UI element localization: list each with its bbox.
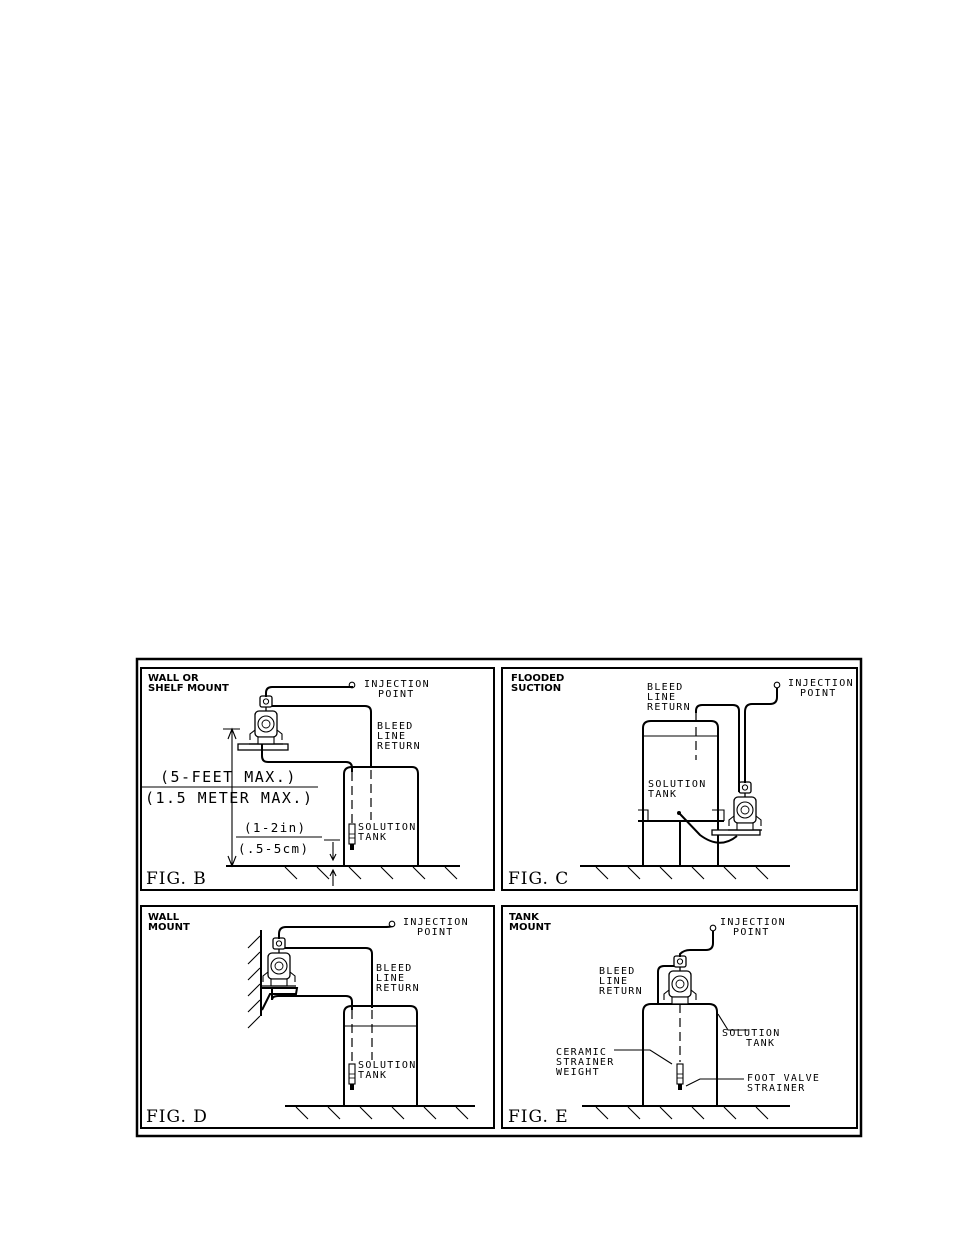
panel-e-tank-line1: SOLUTION [722,1028,781,1039]
wall-hatch [247,930,262,1029]
panel-e-injection-line1: INJECTION [720,917,786,928]
panel-d-tank-line2: TANK [358,1070,387,1081]
pump-icon [248,695,284,745]
panel-b-inch-range: (1-2in) [244,820,306,835]
foot-valve-icon [676,1063,684,1091]
panel-e-bleed-line3: RETURN [599,986,643,997]
panel-c-bleed-line1: BLEED [647,682,684,693]
stand-base [638,809,725,821]
panel-b-fig-label: FIG. B [146,869,207,889]
panel-e-weight-line1: CERAMIC [556,1047,607,1058]
panel-d-injection-line1: INJECTION [403,917,469,928]
floor-hatch [580,865,790,880]
floor-hatch [285,1105,475,1120]
discharge-line [679,931,714,957]
panel-b-border [140,667,495,891]
panel-b-title-line2: SHELF MOUNT [148,683,229,694]
solution-tank [343,766,419,866]
solution-tank [642,720,719,821]
floor-hatch [582,1105,790,1120]
panel-e-weight-line3: WEIGHT [556,1067,600,1078]
panel-b-bleed-line1: BLEED [377,721,414,732]
bleed-return-line [695,704,740,792]
panel-b-feet-max: (5-FEET MAX.) [160,768,297,786]
weight-leader [614,1049,673,1065]
bleed-return-line [657,965,674,1004]
panel-d-injection-line2: POINT [417,927,454,938]
outer-frame [135,657,863,1138]
panel-d-tank-line1: SOLUTION [358,1060,417,1071]
panel-e-bleed-line1: BLEED [599,966,636,977]
panel-b-injection-line2: POINT [378,689,415,700]
panel-c-bleed-line2: LINE [647,692,676,703]
injection-point-icon [709,924,717,932]
panel-fig-b: WALL OR SHELF MOUNT INJECTION POINT BLEE… [140,667,495,891]
discharge-line [744,688,778,783]
panel-c-bleed-line3: RETURN [647,702,691,713]
panel-b-bleed-line2: LINE [377,731,406,742]
panel-e-weight-line2: STRAINER [556,1057,615,1068]
panel-e-border [501,905,858,1129]
panel-b-tank-line1: SOLUTION [358,822,417,833]
panel-e-fig-label: FIG. E [508,1107,569,1127]
dimension-height-arrow [223,727,240,868]
bleed-return-line [272,705,372,768]
panel-e-tank-line2: TANK [746,1038,775,1049]
suction-line [679,813,738,844]
panel-d-title-line2: MOUNT [148,922,190,933]
panel-e-injection-line2: POINT [733,927,770,938]
panel-e-foot-line2: STRAINER [747,1083,806,1094]
panel-d-title-line1: WALL [148,912,180,923]
panel-b-cm-range: (.5-5cm) [238,841,309,856]
discharge-line [265,686,353,697]
foot-valve-icon [348,823,356,851]
panel-d-bleed-line2: LINE [376,973,405,984]
panel-e-foot-line1: FOOT VALVE [747,1073,820,1084]
shelf [711,829,761,836]
suction-outlet [677,811,681,815]
panel-fig-e: TANK MOUNT INJECTION POINT BLEED LINE RE… [501,905,858,1129]
panel-c-title-line2: SUCTION [511,683,561,694]
tank-leader [717,1013,748,1031]
foot-valve-icon [348,1063,356,1091]
suction-line [271,988,353,1010]
panel-d-border [140,905,495,1129]
panel-c-fig-label: FIG. C [508,869,569,889]
panel-c-tank-line2: TANK [648,789,677,800]
panel-d-fig-label: FIG. D [146,1107,208,1127]
tank-stand [638,820,724,866]
panel-b-title-line1: WALL OR [148,673,199,684]
panel-b-tank-line2: TANK [358,832,387,843]
panel-e-title-line2: MOUNT [509,922,551,933]
panel-c-injection-line1: INJECTION [788,678,854,689]
suction-line [261,744,353,772]
panel-d-bleed-line1: BLEED [376,963,413,974]
panel-fig-c: FLOODED SUCTION INJECTION POINT BLEED LI… [501,667,858,891]
floor-hatch [226,865,460,880]
panel-d-bleed-line3: RETURN [376,983,420,994]
panel-fig-d: WALL MOUNT INJECTION POINT BLEED LINE RE… [140,905,495,1129]
panel-b-bleed-line3: RETURN [377,741,421,752]
pump-icon [662,955,698,1005]
dimension-gap-arrow [324,839,340,886]
discharge-line [278,925,393,939]
panel-c-border [501,667,858,891]
wall-bracket [261,987,299,1011]
panel-e-title-line1: TANK [509,912,540,923]
panel-c-title-line1: FLOODED [511,673,564,684]
panel-c-injection-line2: POINT [800,688,837,699]
panel-b-meter-max: (1.5 METER MAX.) [145,789,314,807]
bleed-return-line [285,947,373,1008]
injection-point-icon [773,681,781,689]
solution-tank [343,1005,418,1106]
pump-icon [261,937,297,987]
panel-c-tank-line1: SOLUTION [648,779,707,790]
panel-e-bleed-line2: LINE [599,976,628,987]
pump-icon [727,781,763,831]
foot-valve-leader [685,1078,744,1087]
panel-b-injection-line1: INJECTION [364,679,430,690]
